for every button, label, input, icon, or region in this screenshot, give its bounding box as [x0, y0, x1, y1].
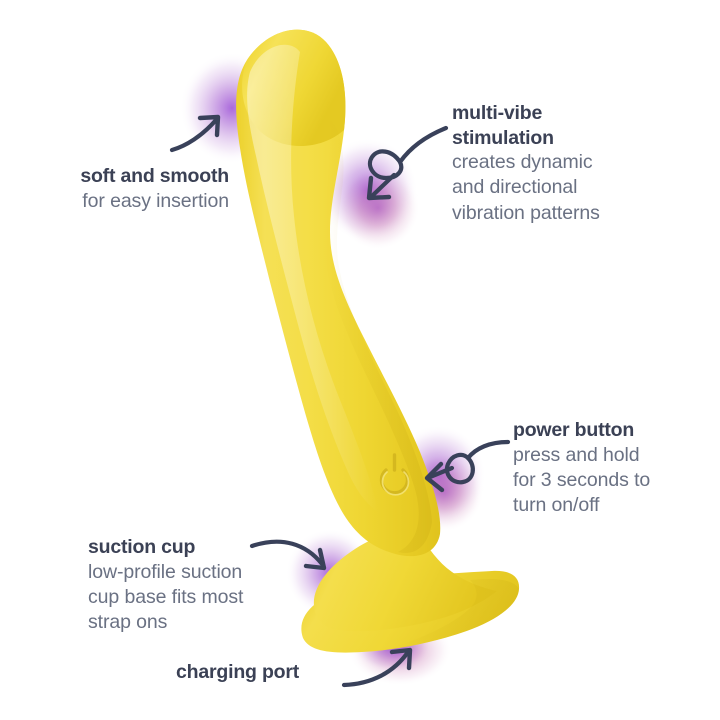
glow-midshaft-warm	[336, 166, 420, 250]
callout-soft-title: soft and smooth	[80, 165, 229, 187]
callout-suction-title: suction cup	[88, 536, 196, 558]
arrow-curve-down-right	[249, 539, 327, 571]
base-flare	[313, 534, 497, 632]
callout-multi-body-line3: vibration patterns	[452, 201, 600, 224]
callout-power-body-line1: press and hold	[513, 443, 640, 466]
callout-power-button: power button press and hold for 3 second…	[513, 418, 713, 519]
callout-soft-and-smooth: soft and smooth for easy insertion	[24, 164, 229, 214]
callout-charging-port: charging port	[176, 660, 336, 685]
arrow-up-right-straight	[169, 114, 221, 153]
callout-power-body-line3: turn on/off	[513, 494, 600, 517]
callout-suction-cup: suction cup low-profile suction cup base…	[88, 535, 288, 636]
callout-multi-vibe: multi-vibe stimulation creates dynamic a…	[452, 101, 702, 226]
shaft-shading	[324, 120, 432, 553]
callout-suction-body-line2: cup base fits most	[88, 585, 244, 608]
callout-multi-body-line1: creates dynamic	[452, 151, 593, 174]
callout-power-title: power button	[513, 419, 635, 441]
shaft-highlight	[247, 44, 378, 512]
callout-charge-title: charging port	[176, 661, 300, 683]
arrow-curve-up-right	[341, 647, 413, 688]
arrow-curl-loop-left	[424, 439, 511, 493]
callout-soft-body: for easy insertion	[82, 189, 229, 212]
callout-suction-body-line3: strap ons	[88, 611, 168, 634]
callout-suction-body-line1: low-profile suction	[88, 560, 243, 583]
callout-multi-body-line2: and directional	[452, 176, 578, 199]
base-shading	[384, 578, 519, 650]
arrow-curl-loop-down-left	[366, 125, 449, 201]
callout-power-body-line2: for 3 seconds to	[513, 468, 651, 491]
power-symbol-emboss	[379, 453, 410, 496]
callout-multi-title-line1: multi-vibe	[452, 102, 543, 124]
callout-multi-title-line2: stimulation	[452, 126, 554, 149]
